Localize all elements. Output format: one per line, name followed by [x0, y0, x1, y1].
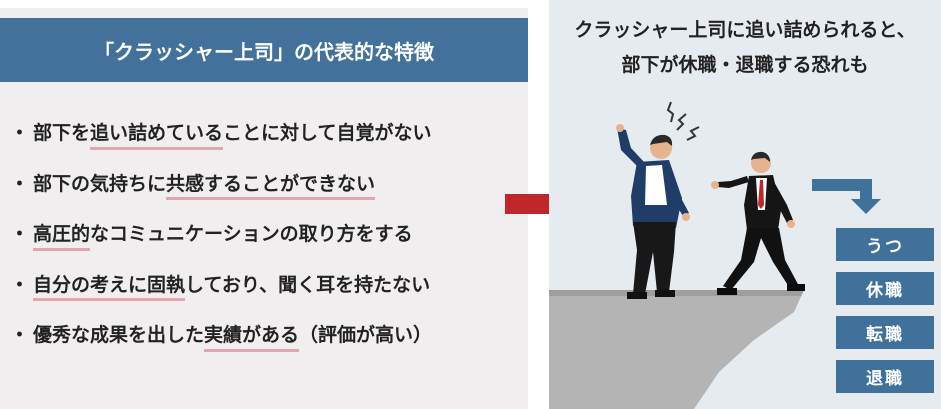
- feature-text: 部下を: [33, 122, 91, 144]
- feature-item: ・優秀な成果を出した実績がある（評価が高い）: [10, 320, 432, 371]
- feature-text: （評価が高い）: [299, 324, 433, 346]
- bullet-dot: ・: [10, 223, 30, 245]
- feature-item: ・部下の気持ちに共感することができない: [10, 169, 432, 220]
- angry-boss-figure: [616, 124, 690, 299]
- boss-and-subordinate-illustration: [549, 101, 881, 409]
- anger-marks-icon: [666, 101, 700, 141]
- outcome-leave: 休職: [836, 272, 934, 305]
- feature-text: しており、聞く耳を持たない: [185, 273, 431, 296]
- bullet-dot: ・: [10, 324, 30, 346]
- consequence-panel: クラッシャー上司に追い詰められると、 部下が休職・退職する恐れも: [549, 0, 941, 409]
- feature-text: 部下の気持ちに: [33, 172, 167, 195]
- feature-item: ・部下を追い詰めていることに対して自覚がない: [10, 118, 432, 169]
- feature-item: ・高圧的なコミュニケーションの取り方をする: [10, 219, 432, 270]
- features-panel: 「クラッシャー上司」の代表的な特徴 ・部下を追い詰めていることに対して自覚がない…: [0, 8, 528, 409]
- feature-item: ・自分の考えに固執しており、聞く耳を持たない: [10, 270, 432, 321]
- feature-text: ことに対して自覚がない: [223, 122, 432, 144]
- feature-highlight: 自分の考えに固執: [33, 273, 186, 302]
- feature-text: 優秀な成果を出した: [33, 324, 205, 346]
- features-heading: 「クラッシャー上司」の代表的な特徴: [0, 18, 528, 82]
- outcome-depression: うつ: [836, 228, 934, 261]
- subordinate-figure: [711, 151, 805, 295]
- outcome-job-change: 転職: [836, 316, 934, 349]
- bullet-dot: ・: [10, 273, 30, 296]
- bullet-dot: ・: [10, 122, 30, 144]
- down-arrow-icon: [812, 179, 881, 214]
- feature-text: なコミュニケーションの取り方をする: [90, 223, 413, 245]
- feature-highlight: 高圧的: [33, 222, 91, 251]
- feature-highlight: 追い詰めている: [90, 121, 224, 150]
- consequence-title-line2: 部下が休職・退職する恐れも: [621, 54, 869, 76]
- cliff-shape: [549, 290, 804, 409]
- features-list: ・部下を追い詰めていることに対して自覚がない ・部下の気持ちに共感することができ…: [10, 118, 432, 371]
- feature-highlight: 共感することができない: [166, 172, 376, 201]
- feature-highlight: 実績がある: [204, 323, 300, 352]
- bullet-dot: ・: [10, 172, 30, 195]
- consequence-title-line1: クラッシャー上司に追い詰められると、: [574, 19, 916, 41]
- outcome-resignation: 退職: [836, 360, 934, 393]
- consequence-title: クラッシャー上司に追い詰められると、 部下が休職・退職する恐れも: [549, 13, 941, 83]
